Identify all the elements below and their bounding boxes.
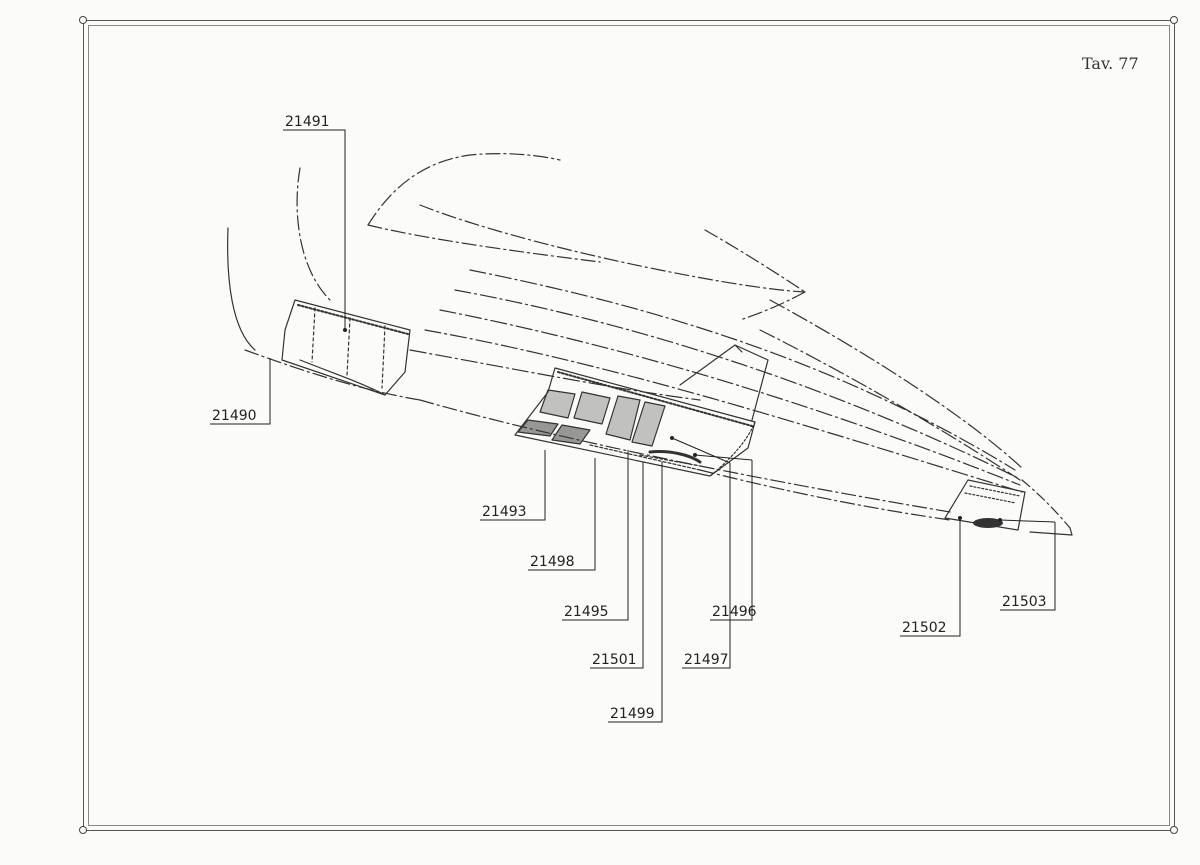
opening-1 <box>539 389 576 419</box>
leader-21490 <box>210 358 271 425</box>
stringer-4 <box>424 329 1023 493</box>
aft-panel-edge <box>709 421 756 477</box>
opening-4 <box>631 401 666 447</box>
dot-21503 <box>998 518 1002 522</box>
stringer-2 <box>454 289 1019 479</box>
leader-21497-tail <box>671 437 731 464</box>
leader-21491 <box>283 129 346 330</box>
leader-21501 <box>590 462 644 669</box>
leader-21503-tail <box>999 519 1056 523</box>
leader-21499 <box>608 462 663 723</box>
corner-mark-top-left <box>79 16 87 24</box>
fin-join <box>739 291 806 321</box>
leader-21503 <box>1000 522 1056 611</box>
stringer-7 <box>769 299 1023 469</box>
wing-fairing-inner <box>734 344 743 353</box>
stringer-6 <box>759 329 1021 481</box>
dot-21497 <box>670 436 674 440</box>
tail-opening <box>973 518 1003 528</box>
forward-panel-lower <box>299 359 386 396</box>
forward-panel-rivets <box>297 304 409 335</box>
dark-strip <box>648 450 702 464</box>
callout-21497: 21497 <box>684 652 729 668</box>
dot-21491 <box>343 328 347 332</box>
canopy-sweep <box>419 204 806 293</box>
dot-21496 <box>693 453 697 457</box>
callout-21501: 21501 <box>592 652 637 668</box>
nose-left-curve <box>227 227 256 351</box>
tail-cone-ribs <box>964 485 1021 504</box>
inner-border <box>88 25 1170 826</box>
leader-21498 <box>528 458 596 571</box>
leader-21502 <box>900 518 961 637</box>
stringer-5 <box>409 349 701 401</box>
callout-21493: 21493 <box>482 504 527 520</box>
lower-skin-front <box>244 349 421 401</box>
callout-21491: 21491 <box>285 114 330 130</box>
opening-5 <box>517 419 559 437</box>
leader-21496 <box>710 460 753 621</box>
callout-21495: 21495 <box>564 604 609 620</box>
outer-border <box>83 20 1175 831</box>
nose-front <box>296 167 331 301</box>
corner-mark-bottom-right <box>1170 826 1178 834</box>
callout-21503: 21503 <box>1002 594 1047 610</box>
tail-cone-panel <box>944 479 1026 531</box>
lower-skin-main <box>419 399 951 513</box>
forward-panel <box>281 299 411 396</box>
callout-21490: 21490 <box>212 408 257 424</box>
central-panel-top-rivets <box>557 371 753 427</box>
leader-21495 <box>562 450 629 621</box>
fin-leading <box>704 229 806 293</box>
wing-fairing <box>679 344 769 421</box>
tail-upper <box>1021 479 1071 529</box>
callout-21502: 21502 <box>902 620 947 636</box>
leader-21497 <box>682 463 731 669</box>
lower-skin-aft <box>699 469 951 521</box>
callout-21496: 21496 <box>712 604 757 620</box>
lower-strip <box>589 444 701 471</box>
leader-21496-tail <box>694 454 753 461</box>
canopy-outline <box>367 153 561 226</box>
opening-6 <box>551 424 591 445</box>
stringer-3 <box>439 309 1021 486</box>
callout-21498: 21498 <box>530 554 575 570</box>
tail-tip <box>1029 527 1073 536</box>
stringer-1 <box>469 269 1016 471</box>
opening-3 <box>605 395 641 441</box>
dot-21502 <box>958 516 962 520</box>
forward-panel-frames <box>311 307 386 389</box>
plate-number: Tav. 77 <box>1082 54 1139 73</box>
callout-21499: 21499 <box>610 706 655 722</box>
canopy-upper <box>367 224 601 263</box>
leader-21493 <box>480 450 546 521</box>
corner-mark-top-right <box>1170 16 1178 24</box>
corner-mark-bottom-left <box>79 826 87 834</box>
opening-2 <box>573 391 611 425</box>
